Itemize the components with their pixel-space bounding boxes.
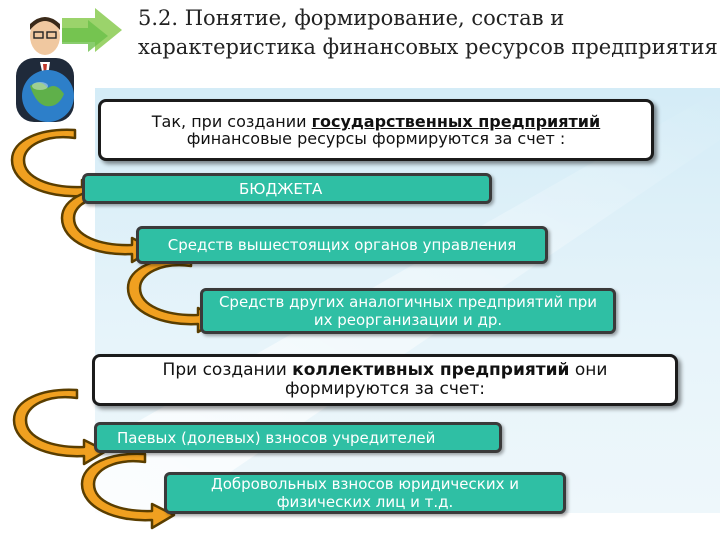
- collective-enterprises-box: При создании коллективных предприятий он…: [92, 354, 678, 406]
- state-box-emphasis: государственных предприятий: [311, 112, 601, 131]
- page-title: 5.2. Понятие, формирование, состав и хар…: [138, 6, 718, 59]
- collective-box-emphasis: коллективных предприятий: [292, 360, 570, 380]
- collective-box-suffix: они формируются за счет:: [285, 360, 608, 399]
- state-enterprises-box: Так, при создании государственных предпр…: [98, 99, 654, 161]
- state-box-line2: финансовые ресурсы формируются за счет :: [186, 129, 566, 148]
- state-enterprises-text: Так, при создании государственных предпр…: [152, 113, 600, 147]
- state-box-prefix: Так, при создании: [151, 112, 312, 131]
- source-budget-label: БЮДЖЕТА: [239, 179, 323, 198]
- source-budget: БЮДЖЕТА: [82, 173, 492, 204]
- source-voluntary-contributions: Добровольных взносов юридических и физич…: [164, 472, 566, 514]
- source-higher-authorities: Средств вышестоящих органов управления: [136, 226, 548, 264]
- source-higher-authorities-label: Средств вышестоящих органов управления: [167, 236, 517, 254]
- businessman-globe-logo: [16, 8, 122, 122]
- source-share-contributions: Паевых (долевых) взносов учредителей: [94, 422, 502, 453]
- collective-enterprises-text: При создании коллективных предприятий он…: [103, 361, 667, 399]
- source-share-contributions-label: Паевых (долевых) взносов учредителей: [117, 428, 436, 447]
- source-similar-enterprises-label: Средств других аналогичных предприятий п…: [218, 293, 598, 329]
- source-similar-enterprises: Средств других аналогичных предприятий п…: [200, 288, 616, 334]
- header-strip: [0, 0, 720, 80]
- source-voluntary-contributions-label: Добровольных взносов юридических и физич…: [211, 475, 519, 511]
- collective-box-prefix: При создании: [162, 360, 293, 380]
